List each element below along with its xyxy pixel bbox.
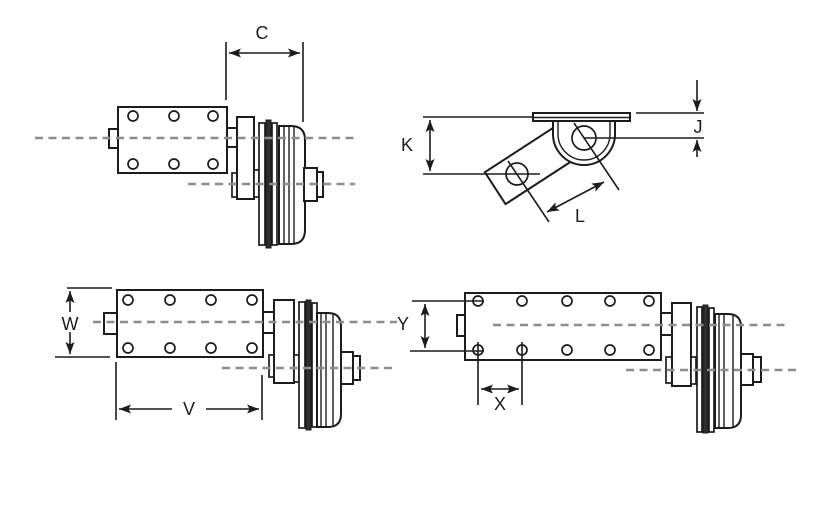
bolt-hole: [122, 294, 134, 306]
bolt-hole: [205, 294, 217, 306]
dimension-v: V: [115, 362, 263, 420]
mounting-flange: [236, 116, 255, 200]
bolt-hole: [205, 342, 217, 354]
bolt-hole: [164, 342, 176, 354]
left-mount-tab: [456, 314, 466, 337]
drum-body: [316, 312, 342, 428]
bolt-hole: [561, 295, 573, 307]
bolt-hole: [164, 294, 176, 306]
gear-housing: [116, 289, 264, 358]
dimension-k: K: [401, 116, 540, 175]
dim-w-label: W: [62, 314, 79, 334]
bolt-hole: [561, 344, 573, 356]
view-top-right: K J L: [401, 80, 704, 226]
bolt-holes: [127, 110, 219, 170]
bolt-hole: [207, 110, 219, 122]
dim-l-label: L: [575, 206, 585, 226]
bolt-hole: [516, 295, 528, 307]
dim-k-label: K: [401, 135, 413, 155]
dimension-w: W: [55, 287, 112, 358]
bolt-hole: [122, 342, 134, 354]
bolt-hole: [127, 158, 139, 170]
mounting-flange: [671, 302, 692, 387]
dimension-l: L: [507, 122, 620, 226]
dimension-c: C: [225, 23, 304, 122]
drum-body: [278, 125, 306, 245]
bolt-hole: [127, 110, 139, 122]
bolt-hole: [643, 295, 655, 307]
dimension-x: X: [477, 342, 523, 414]
bolt-hole: [604, 295, 616, 307]
dim-c-label: C: [256, 23, 269, 43]
view-bottom-right: Y X: [397, 292, 797, 434]
bolt-hole: [207, 158, 219, 170]
bolt-hole: [168, 158, 180, 170]
dim-v-label: V: [183, 399, 195, 419]
dimension-y: Y: [397, 300, 484, 352]
dimension-j: J: [584, 80, 704, 157]
dim-y-label: Y: [397, 314, 409, 334]
brake-disc-plate: [298, 301, 306, 429]
brake-disc-dark-plate: [305, 299, 312, 431]
bolt-hole: [168, 110, 180, 122]
dim-l-extension-line: [507, 160, 550, 223]
view-bottom-left: W V: [55, 287, 397, 431]
bolt-hole: [643, 344, 655, 356]
dim-w-label-background: [58, 312, 82, 332]
dim-j-label: J: [694, 117, 703, 137]
dim-l-extension-line: [573, 122, 620, 191]
bolt-holes: [122, 294, 258, 354]
hub-cap: [316, 171, 324, 198]
u-bracket-inner: [557, 121, 611, 161]
mounting-flange: [273, 299, 295, 384]
bolt-hole: [246, 342, 258, 354]
bolt-hole: [246, 294, 258, 306]
view-top-left: C: [35, 23, 358, 249]
dim-l-arrow-line: [546, 181, 605, 213]
bolt-hole: [604, 344, 616, 356]
dim-x-label: X: [494, 394, 506, 414]
left-mount-tab: [103, 312, 118, 335]
